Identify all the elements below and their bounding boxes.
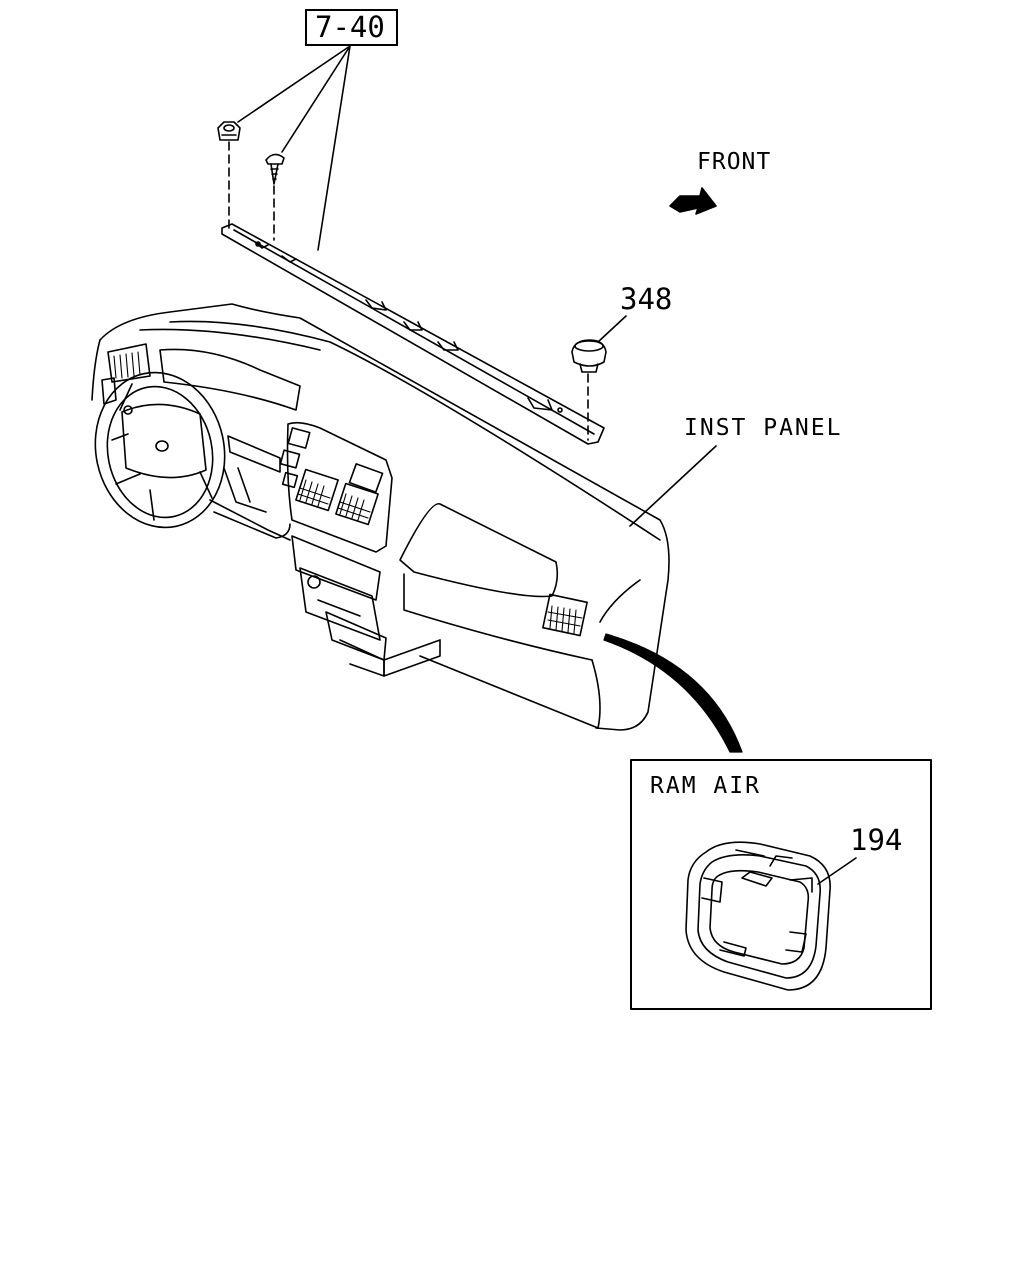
grille-194-icon <box>685 841 831 991</box>
clip-leader <box>597 315 627 343</box>
reference-label: 7-40 <box>315 10 385 44</box>
reference-box <box>305 9 398 46</box>
inst-panel-label: INST PANEL <box>684 415 843 441</box>
detail-title: RAM AIR <box>650 773 761 799</box>
bracket-bar <box>221 223 605 445</box>
inst-panel-leader <box>629 445 717 527</box>
detail-pointer <box>603 633 743 753</box>
detail-box <box>630 759 932 1010</box>
clip-348-icon <box>571 339 607 373</box>
front-label: FRONT <box>697 149 772 175</box>
part-348-label: 348 <box>620 282 673 316</box>
reference-leaders <box>237 45 351 251</box>
front-arrow-icon <box>669 187 717 215</box>
instrument-panel-drawing <box>91 303 670 731</box>
screw-icon <box>265 153 285 185</box>
nut-icon <box>217 121 241 141</box>
part-194-label: 194 <box>850 823 903 857</box>
grille-leader <box>817 857 857 885</box>
